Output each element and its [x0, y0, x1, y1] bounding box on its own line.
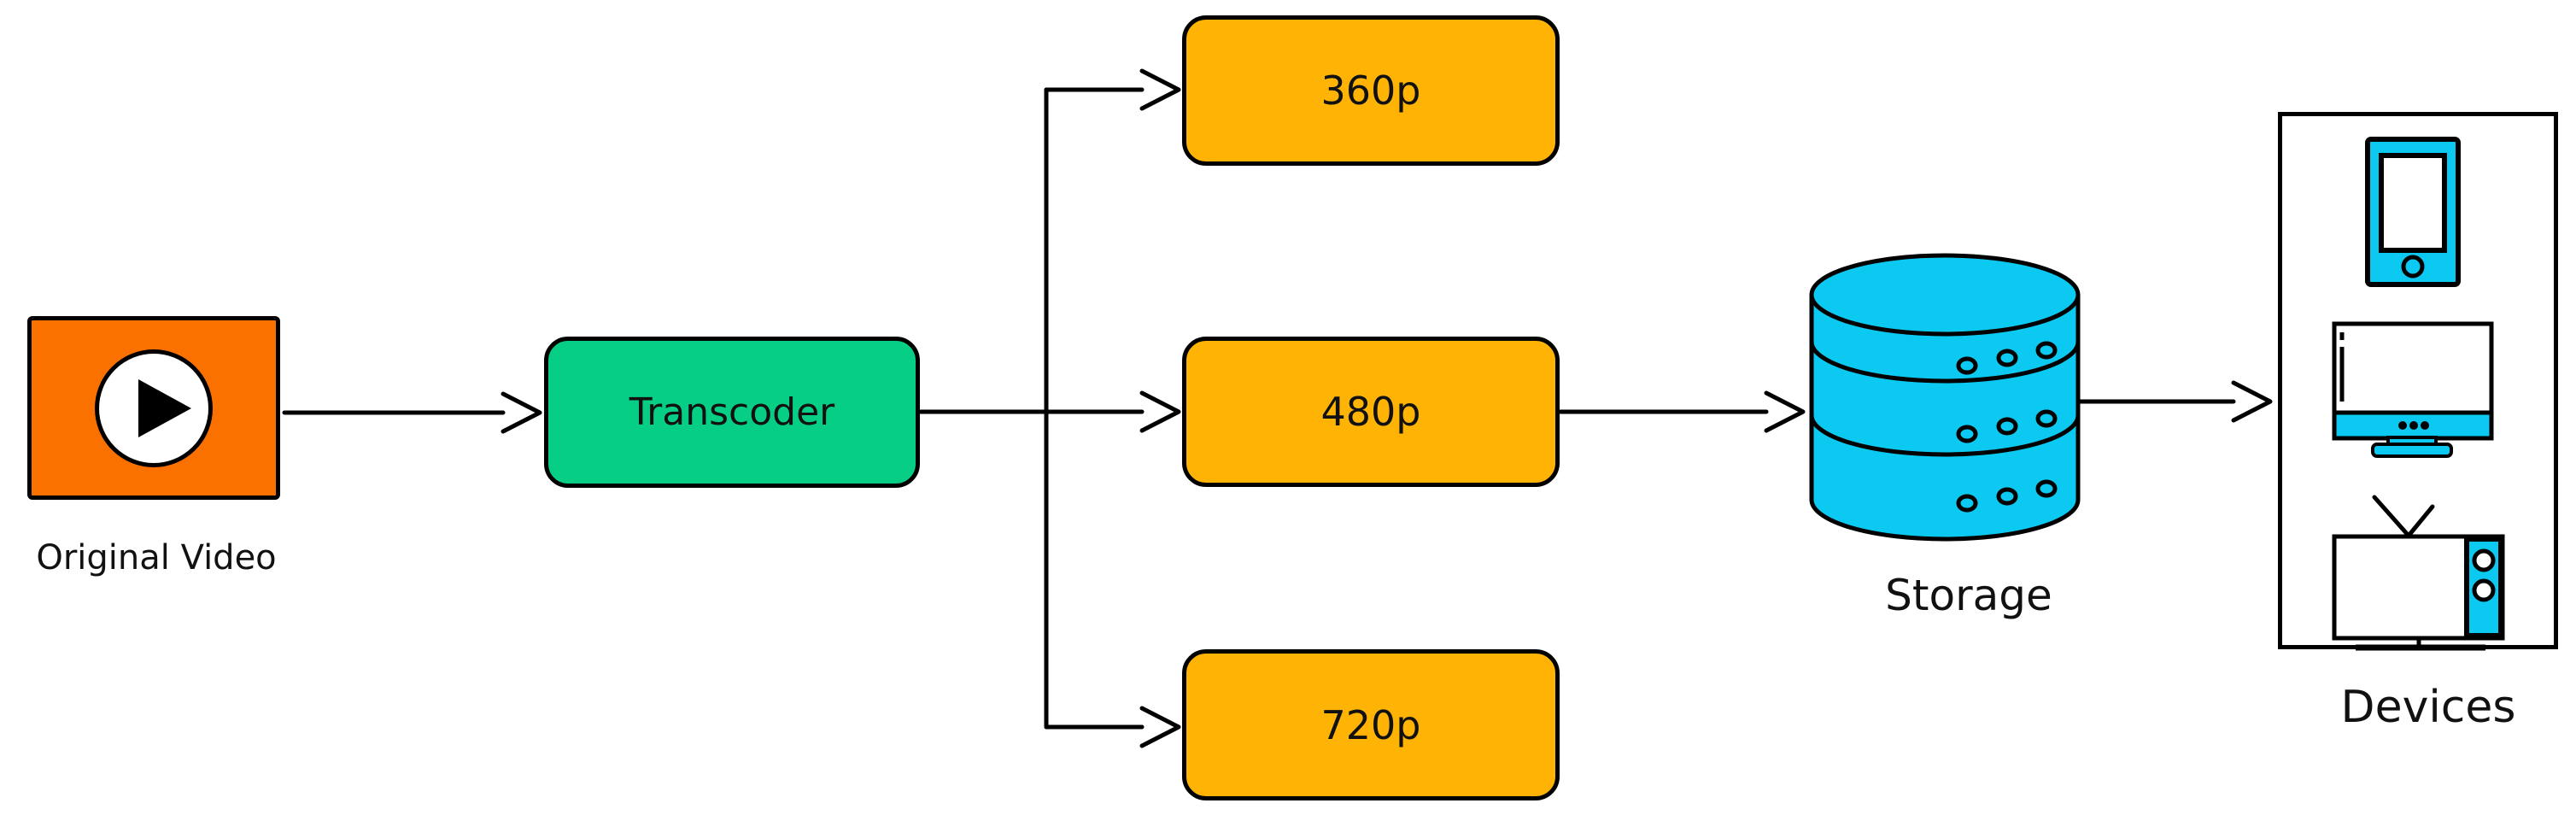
tv-antenna: [2372, 495, 2435, 538]
rendition-label-360p: 360p: [1320, 67, 1421, 114]
arrowhead-480p: [1139, 390, 1181, 433]
devices-caption: Devices: [2340, 682, 2516, 733]
phone-screen: [2379, 153, 2447, 253]
monitor-screen: [2332, 321, 2494, 415]
original-video-caption: Original Video: [36, 538, 277, 578]
storage-divider-2: [1809, 413, 2081, 457]
arrowhead-720p: [1139, 706, 1181, 748]
rendition-label-720p: 720p: [1320, 701, 1421, 748]
arrowhead-devices: [2231, 380, 2273, 423]
devices-box[interactable]: [2278, 112, 2558, 649]
storage-divider-1: [1809, 339, 2081, 384]
storage-dots: [1956, 341, 2058, 513]
arrowhead-storage: [1764, 390, 1806, 433]
original-video-node[interactable]: [27, 316, 280, 500]
storage-caption: Storage: [1885, 571, 2052, 620]
arrowhead-transcoder: [501, 391, 542, 434]
rendition-node-480p[interactable]: 480p: [1182, 337, 1560, 487]
rendition-label-480p: 480p: [1320, 389, 1421, 435]
tv-knob-bottom: [2472, 578, 2496, 602]
monitor-base: [2371, 443, 2453, 458]
rendition-node-360p[interactable]: 360p: [1182, 15, 1560, 166]
tv-knob-top: [2472, 548, 2496, 572]
monitor-dots: [2398, 421, 2429, 430]
arrowhead-360p: [1139, 68, 1181, 111]
play-icon: [95, 349, 213, 467]
storage-cylinder-top: [1809, 253, 2081, 337]
rendition-node-720p[interactable]: 720p: [1182, 649, 1560, 800]
monitor-icon: [2332, 321, 2494, 458]
play-triangle: [138, 379, 191, 437]
transcoder-node[interactable]: Transcoder: [544, 337, 920, 488]
phone-home-button: [2401, 255, 2425, 279]
phone-icon: [2365, 137, 2461, 287]
storage-database-icon[interactable]: [1809, 253, 2081, 542]
transcoder-label: Transcoder: [629, 390, 835, 434]
